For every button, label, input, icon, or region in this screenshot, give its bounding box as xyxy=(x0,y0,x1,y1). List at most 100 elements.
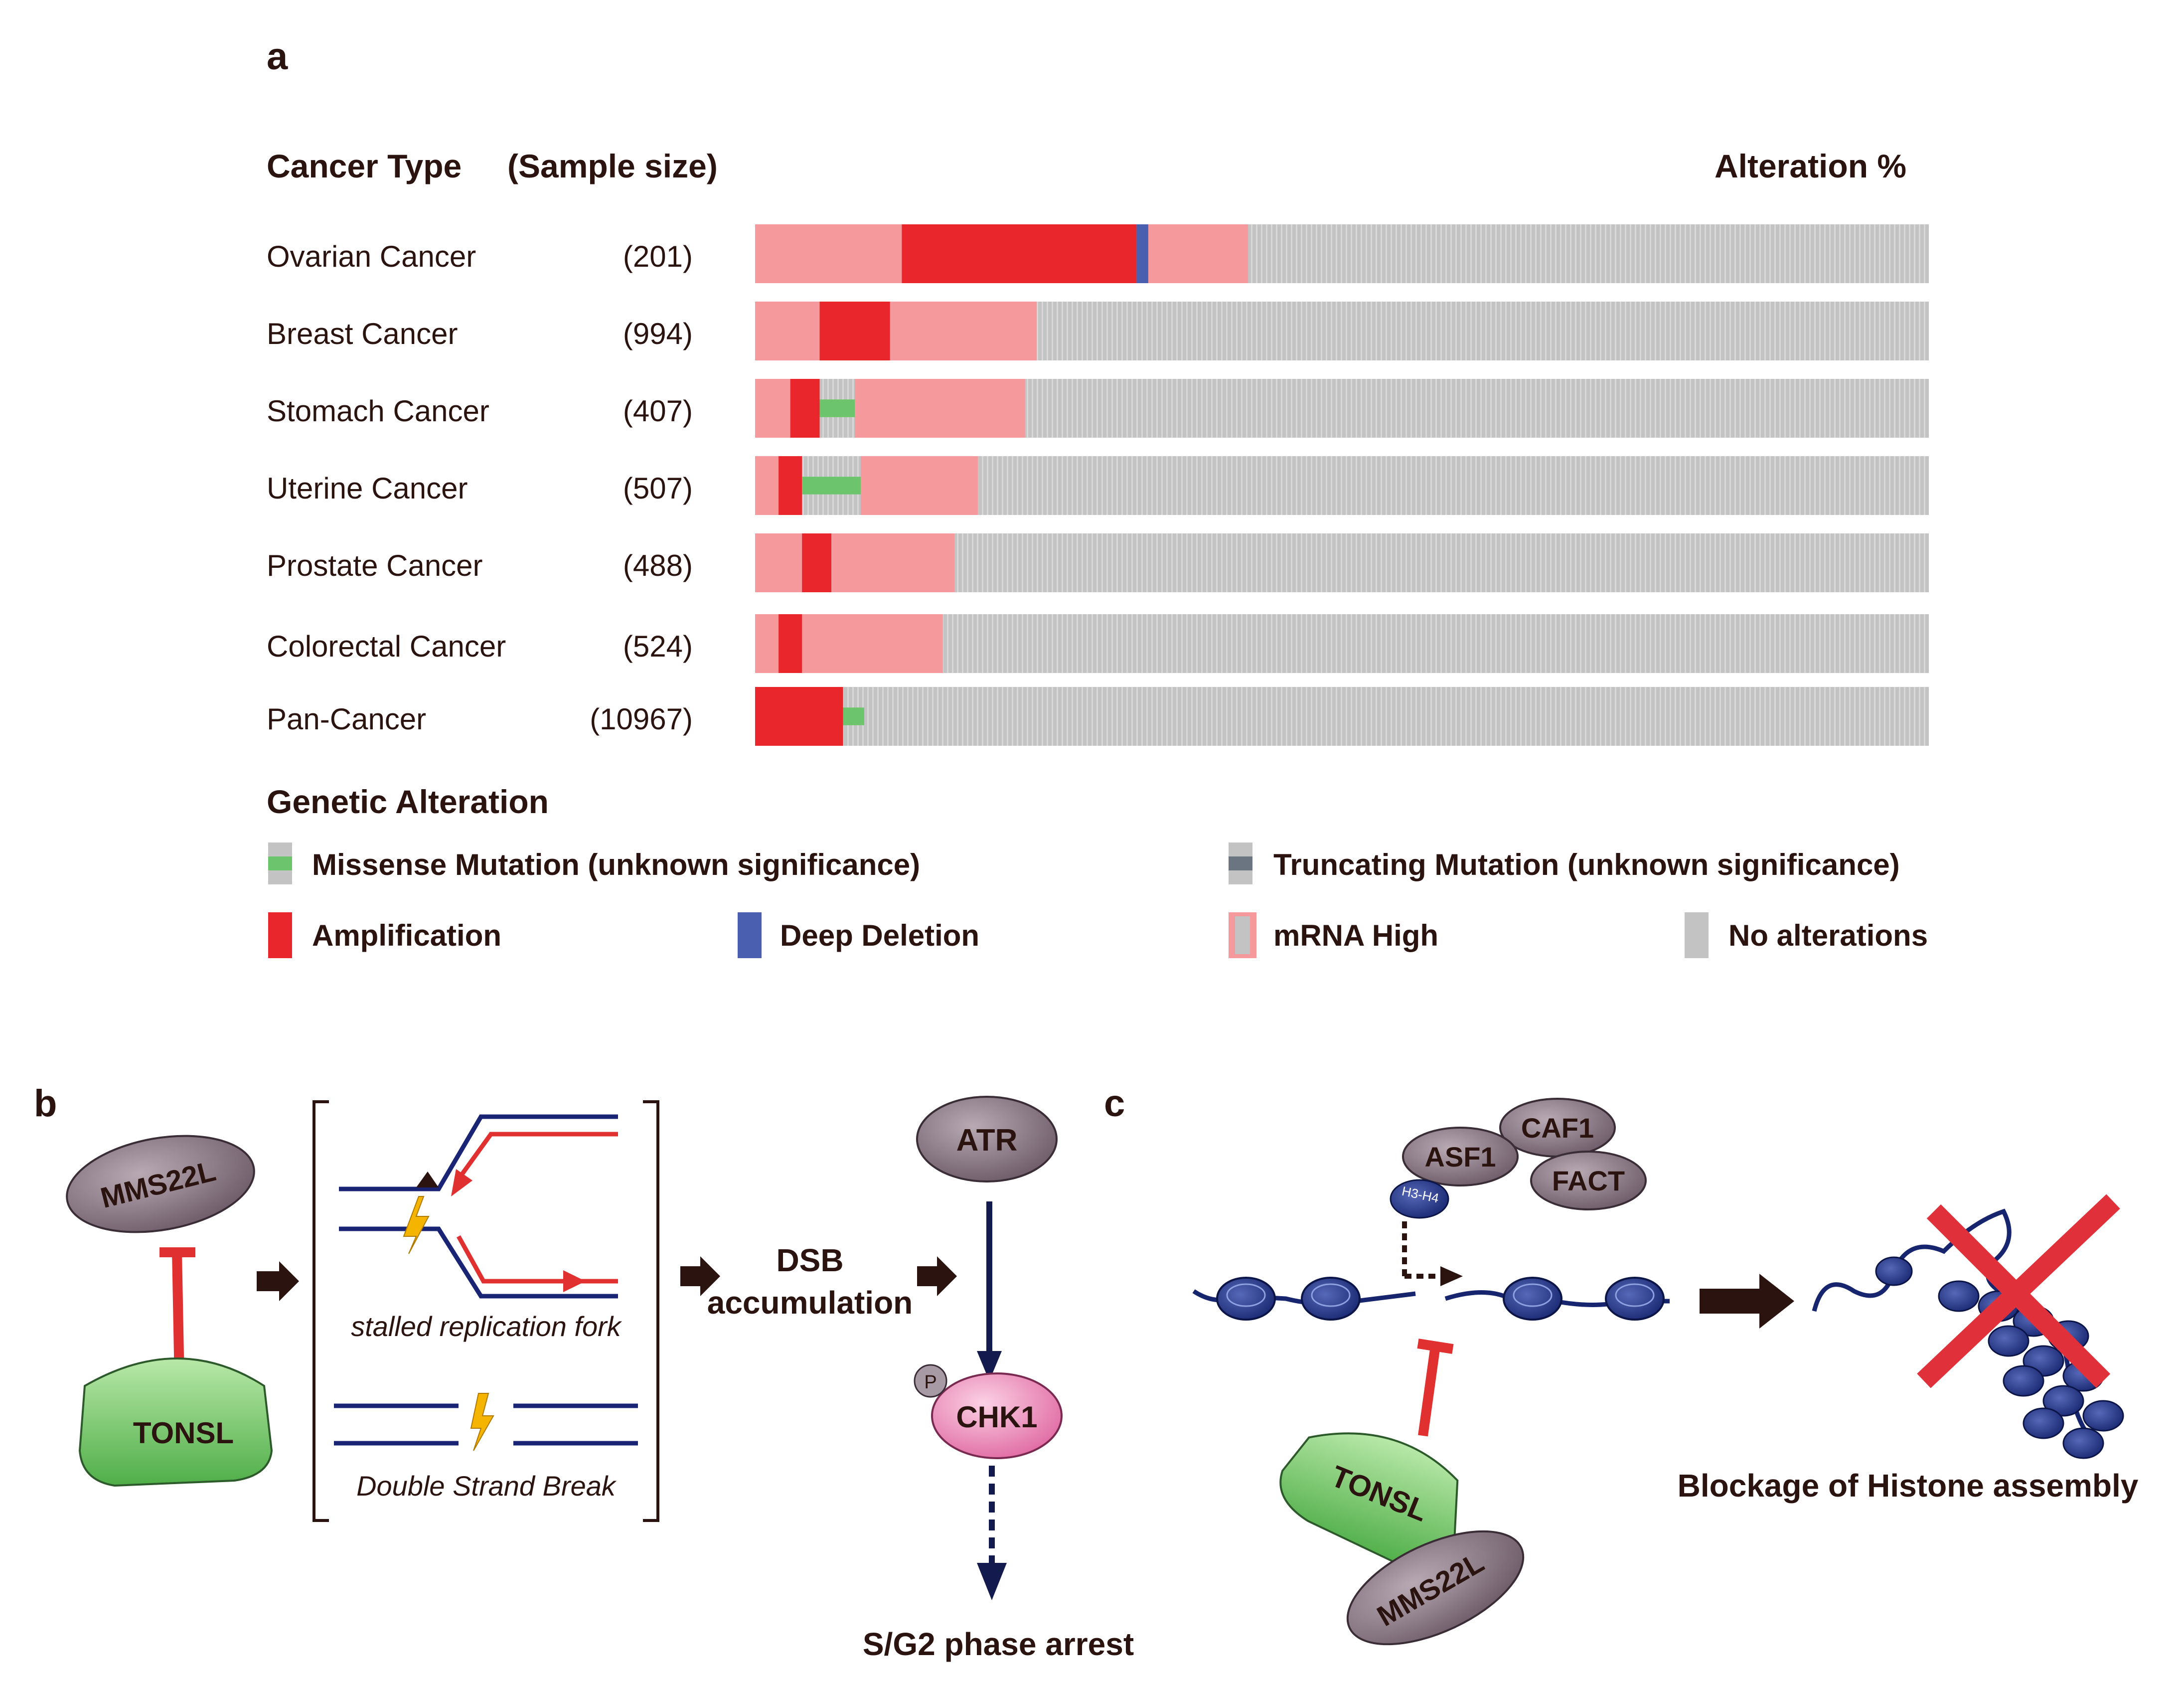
fact-label: FACT xyxy=(1552,1165,1625,1196)
lightning-icon xyxy=(470,1393,494,1451)
legend-swatch-amplification xyxy=(268,912,292,958)
panel-c-letter: c xyxy=(1104,1082,1125,1125)
sample-size-label: (488) xyxy=(623,549,693,582)
sample-stripes xyxy=(755,614,1929,673)
sample-size-label: (201) xyxy=(623,240,693,273)
alteration-segment-del xyxy=(1136,224,1148,283)
cancer-type-label: Breast Cancer xyxy=(267,317,458,350)
alteration-segment-amp xyxy=(755,687,843,746)
legend-label-truncating: Truncating Mutation (unknown significanc… xyxy=(1273,848,1900,881)
alteration-segment-mrna xyxy=(890,302,1037,360)
replication-fork xyxy=(339,1114,618,1299)
fork-label: stalled replication fork xyxy=(351,1311,623,1342)
legend-swatch-truncating xyxy=(1229,843,1252,884)
phosphate-icon xyxy=(914,1364,947,1398)
blockage-label: Blockage of Histone assembly xyxy=(1678,1468,2139,1504)
arrow-right-icon xyxy=(917,1256,957,1296)
alteration-segment-mrna xyxy=(755,533,802,592)
nucleosome xyxy=(1216,1277,1276,1321)
legend-swatch-deep-deletion xyxy=(738,912,762,958)
alteration-segment-amp xyxy=(819,302,890,360)
arrow-down-icon xyxy=(977,1351,1002,1381)
alteration-segment-mrna xyxy=(755,224,902,283)
legend-swatch-mrna-high xyxy=(1229,912,1256,958)
alteration-segment-miss xyxy=(843,707,865,725)
chk1-label: CHK1 xyxy=(956,1400,1037,1434)
legend-label-deep-deletion: Deep Deletion xyxy=(780,919,980,952)
atr-protein xyxy=(916,1096,1058,1182)
sample-size-label: (10967) xyxy=(590,702,693,736)
blocked-x-icon xyxy=(1917,1194,2120,1388)
legend-label-amplification: Amplification xyxy=(312,919,502,952)
alteration-segment-amp xyxy=(902,224,1137,283)
alteration-segment-mrna xyxy=(755,379,790,438)
sample-size-label: (507) xyxy=(623,472,693,505)
panel-a-letter: a xyxy=(267,35,288,78)
inhibition-bar-c xyxy=(1418,1345,1440,1437)
arrow-right-icon xyxy=(257,1261,299,1301)
asf1-protein xyxy=(1402,1127,1519,1186)
legend-swatch-no-alterations xyxy=(1685,912,1709,958)
mms22l-protein xyxy=(66,1135,255,1233)
cancer-type-label: Ovarian Cancer xyxy=(267,240,476,273)
phosphate-label: P xyxy=(924,1372,936,1393)
dsb-accumulation-1: DSB xyxy=(776,1242,843,1278)
arrow-right-icon xyxy=(1440,1266,1463,1286)
alteration-segment-miss xyxy=(819,399,855,417)
asf1-label: ASF1 xyxy=(1424,1141,1496,1173)
cancer-type-label: Uterine Cancer xyxy=(267,472,468,505)
arrow-right-icon xyxy=(1700,1274,1794,1329)
header-alteration-pct: Alteration % xyxy=(1715,148,1907,184)
sample-size-label: (994) xyxy=(623,317,693,350)
alteration-segment-amp xyxy=(779,614,802,673)
alteration-segment-mrna xyxy=(755,302,820,360)
atr-label: ATR xyxy=(956,1123,1018,1158)
panel-b-letter: b xyxy=(34,1082,57,1125)
arrow-right-icon xyxy=(680,1256,720,1296)
arrow-down-icon xyxy=(977,1563,1007,1600)
legend-label-missense: Missense Mutation (unknown significance) xyxy=(312,848,921,881)
lightning-icon xyxy=(403,1196,430,1254)
panel-c-diagram: CAF1 ASF1 FACT H3-H4 TONSL MMS22L xyxy=(1192,1098,2139,1646)
mms22l-protein-c xyxy=(1346,1530,1525,1646)
alteration-segment-mrna xyxy=(755,614,779,673)
legend-label-no-alterations: No alterations xyxy=(1728,919,1928,952)
chk1-protein xyxy=(931,1372,1063,1459)
tonsl-label-b: TONSL xyxy=(133,1416,234,1450)
legend-title: Genetic Alteration xyxy=(267,783,549,820)
nucleosome xyxy=(1503,1277,1562,1321)
sample-stripes xyxy=(755,687,1929,746)
sample-size-label: (524) xyxy=(623,630,693,663)
double-strand-break xyxy=(334,1403,638,1446)
arrest-label: S/G2 phase arrest xyxy=(863,1626,1134,1662)
nucleosome xyxy=(1301,1277,1361,1321)
header-cancer-type: Cancer Type xyxy=(267,148,462,184)
cancer-type-label: Colorectal Cancer xyxy=(267,630,506,663)
alteration-segment-mrna xyxy=(831,533,955,592)
cancer-type-label: Pan-Cancer xyxy=(267,702,427,736)
alteration-segment-amp xyxy=(790,379,820,438)
alteration-segment-mrna xyxy=(802,614,943,673)
sample-size-label: (407) xyxy=(623,394,693,428)
alteration-segment-mrna xyxy=(855,379,1025,438)
tonsl-protein xyxy=(78,1357,273,1487)
panel-b-diagram: MMS22L TONSL stalled replication fork Do… xyxy=(66,1096,1134,1662)
header-sample-size: (Sample size) xyxy=(507,148,718,184)
alteration-segment-miss xyxy=(802,477,861,495)
fact-protein xyxy=(1530,1151,1647,1210)
caf1-label: CAF1 xyxy=(1521,1112,1594,1144)
h3-h4-histone xyxy=(1390,1179,1449,1219)
legend-label-mrna-high: mRNA High xyxy=(1273,919,1439,952)
nucleosome xyxy=(1605,1277,1665,1321)
cancer-type-label: Stomach Cancer xyxy=(267,394,489,428)
cancer-type-label: Prostate Cancer xyxy=(267,549,483,582)
oncoprint-bars xyxy=(755,224,1929,746)
dsb-label: Double Strand Break xyxy=(356,1470,617,1502)
alteration-segment-mrna xyxy=(755,456,779,515)
alteration-segment-mrna xyxy=(860,456,978,515)
legend-swatch-missense xyxy=(268,843,292,884)
alteration-segment-mrna xyxy=(1148,224,1248,283)
legend-swatches xyxy=(268,843,1709,958)
dsb-accumulation-2: accumulation xyxy=(707,1285,913,1321)
alteration-segment-amp xyxy=(779,456,802,515)
